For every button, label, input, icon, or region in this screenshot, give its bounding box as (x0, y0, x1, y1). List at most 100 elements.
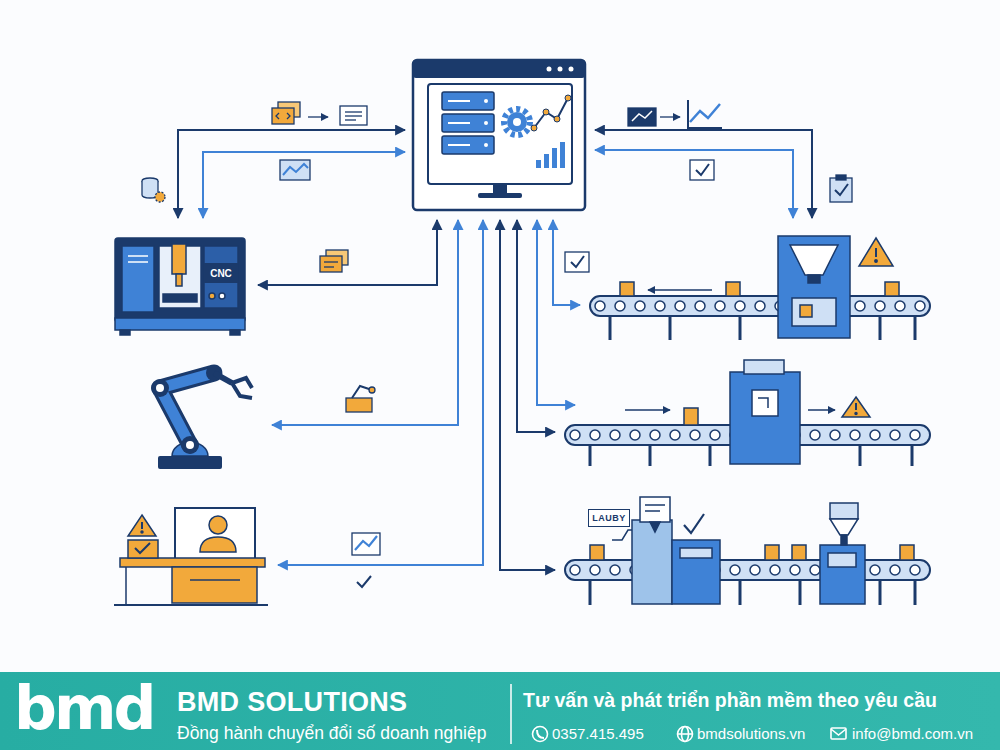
phone-number: 0357.415.495 (552, 725, 644, 743)
flow-icons (690, 160, 714, 180)
operator-station (209, 516, 227, 534)
conveyor-line (730, 372, 800, 464)
conveyor-line (672, 540, 720, 604)
central-monitor (558, 67, 563, 72)
flow-icons (352, 533, 380, 555)
robot-arm (156, 384, 164, 392)
conveyor-line (590, 236, 930, 340)
conveyor-line (790, 245, 838, 275)
conveyor-line (911, 445, 914, 466)
cnc-machine (128, 255, 148, 257)
conveyor-line (640, 497, 670, 522)
flow-icons (324, 266, 334, 267)
conveyor-line (855, 403, 857, 410)
flow-icons (340, 106, 367, 125)
robot-arm (158, 456, 222, 469)
conveyor-line (669, 316, 672, 340)
central-monitor (448, 100, 470, 102)
conveyor-line (650, 522, 660, 532)
central-monitor (413, 60, 585, 210)
flow-icons (155, 192, 165, 202)
conveyor-line (620, 282, 634, 296)
central-monitor (484, 143, 488, 147)
conveyor-line (792, 545, 806, 560)
cnc-machine (176, 274, 182, 286)
conveyor-line (739, 580, 742, 605)
conveyor-line (744, 360, 784, 374)
operator-station (120, 558, 265, 567)
central-monitor (544, 154, 549, 168)
conveyor-line (875, 248, 877, 257)
cnc-machine (120, 330, 130, 335)
conveyor-line (709, 445, 712, 466)
central-monitor (504, 109, 530, 135)
cnc-machine (115, 318, 245, 330)
robot-arm (186, 441, 194, 449)
cnc-machine (209, 293, 215, 299)
flow-lines (500, 220, 555, 570)
flow-icons (355, 536, 377, 550)
footer-icons (831, 728, 846, 739)
central-monitor (536, 160, 541, 168)
conveyor-line (900, 545, 914, 560)
flow-icons (696, 164, 709, 175)
conveyor-line (792, 298, 836, 326)
flow-lines (595, 150, 793, 218)
conveyor-line (648, 289, 712, 291)
flow-icons (346, 398, 372, 412)
conveyor-line (841, 535, 847, 545)
central-monitor (531, 95, 571, 131)
robot-arm (151, 365, 252, 469)
central-monitor (493, 184, 507, 193)
flow-icons (835, 184, 848, 195)
central-monitor (413, 60, 585, 210)
operator-station (125, 567, 127, 605)
central-monitor (536, 142, 565, 168)
cnc-machine (122, 246, 154, 312)
cnc-machine (128, 261, 148, 263)
central-monitor (547, 67, 552, 72)
flow-icons (345, 119, 356, 120)
flow-lines (203, 152, 405, 218)
flow-lines (278, 220, 483, 565)
operator-station (172, 567, 257, 603)
cnc-machine (115, 238, 245, 335)
flow-icons (565, 252, 589, 272)
flow-lines (272, 220, 458, 425)
central-monitor (448, 144, 470, 146)
conveyor-line (752, 390, 778, 416)
central-monitor (442, 92, 494, 110)
conveyor-line (610, 316, 915, 340)
central-monitor (543, 109, 549, 115)
conveyor-line (649, 445, 652, 466)
central-monitor (484, 99, 488, 147)
flow-icons (320, 256, 342, 272)
conveyor-line (879, 316, 882, 340)
conveyor-line (589, 580, 592, 605)
central-monitor (565, 95, 571, 101)
central-monitor (484, 121, 488, 125)
conveyor-line (609, 316, 612, 340)
central-monitor (448, 122, 470, 124)
flow-lines (178, 130, 812, 570)
central-monitor (507, 112, 527, 132)
conveyor-line (855, 413, 857, 415)
footer-band: bmdBMD SOLUTIONSĐồng hành chuyển đổi số … (0, 672, 1000, 750)
flow-icons (142, 100, 852, 587)
conveyor-line (758, 398, 768, 408)
conveyor-line (739, 316, 742, 340)
central-monitor (534, 98, 568, 128)
flow-icons (287, 113, 290, 119)
product-label: LAUBY (588, 509, 630, 527)
flow-icons (345, 115, 362, 116)
operator-station (141, 522, 143, 529)
machine-text: CNC (210, 268, 232, 279)
robot-arm (214, 373, 232, 383)
footer-icons (510, 684, 512, 744)
conveyor-line (765, 545, 779, 560)
flow-icons (571, 256, 584, 267)
flow-icons (369, 387, 375, 393)
